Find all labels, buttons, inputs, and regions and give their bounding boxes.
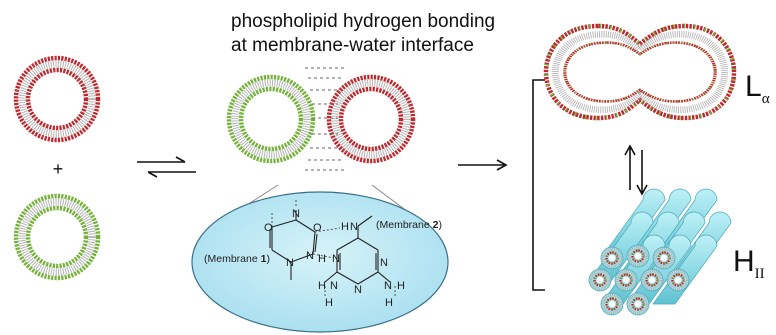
hydrogen-bond-dashes xyxy=(305,67,345,171)
plus-sign: + xyxy=(53,159,64,179)
phase-label-lamellar: Lα xyxy=(745,70,770,107)
bracket xyxy=(532,79,545,291)
caption-line-2: at membrane-water interface xyxy=(231,35,474,56)
svg-text:H: H xyxy=(385,297,393,309)
phase-equilibrium-arrows xyxy=(624,144,648,196)
membrane-1-label: (Membrane 1) xyxy=(204,253,270,265)
vesicle-red-left xyxy=(13,55,101,143)
membrane-2-label: (Membrane 2) xyxy=(376,219,442,231)
molecule-hbonds xyxy=(271,198,396,298)
svg-text:N: N xyxy=(384,280,392,292)
svg-text:N: N xyxy=(306,250,314,262)
svg-text:N: N xyxy=(350,221,358,233)
phase-label-hexagonal: HII xyxy=(733,245,765,282)
svg-text:N: N xyxy=(354,284,362,296)
caption: phospholipid hydrogen bonding at membran… xyxy=(231,10,551,58)
svg-text:H: H xyxy=(341,221,349,233)
svg-text:O: O xyxy=(264,222,273,234)
caption-line-1: phospholipid hydrogen bonding xyxy=(231,11,496,32)
forward-arrow xyxy=(458,159,508,171)
vesicle-red-middle xyxy=(326,74,416,164)
svg-text:O: O xyxy=(313,222,322,234)
equilibrium-arrows xyxy=(137,156,196,178)
svg-text:N: N xyxy=(332,253,340,265)
hydrogen-bond-closeup: O N O N N H H N N N N H N N H H H (Membr… xyxy=(191,191,449,333)
svg-text:N: N xyxy=(330,280,338,292)
vesicle-green-middle xyxy=(226,74,316,164)
molecule-bonds xyxy=(269,210,391,285)
svg-text:H: H xyxy=(318,280,326,292)
svg-text:N: N xyxy=(292,208,300,220)
svg-text:H: H xyxy=(318,253,326,265)
molecule-atoms: O N O N N H H N N N N H N N H H H xyxy=(264,208,405,309)
fused-vesicle-lamellar xyxy=(543,23,737,121)
svg-text:H: H xyxy=(397,280,405,292)
svg-text:N: N xyxy=(286,257,294,269)
hexagonal-phase-bundle xyxy=(588,188,732,316)
svg-text:H: H xyxy=(325,297,333,309)
svg-text:N: N xyxy=(380,257,388,269)
vesicle-green-left xyxy=(13,193,101,281)
